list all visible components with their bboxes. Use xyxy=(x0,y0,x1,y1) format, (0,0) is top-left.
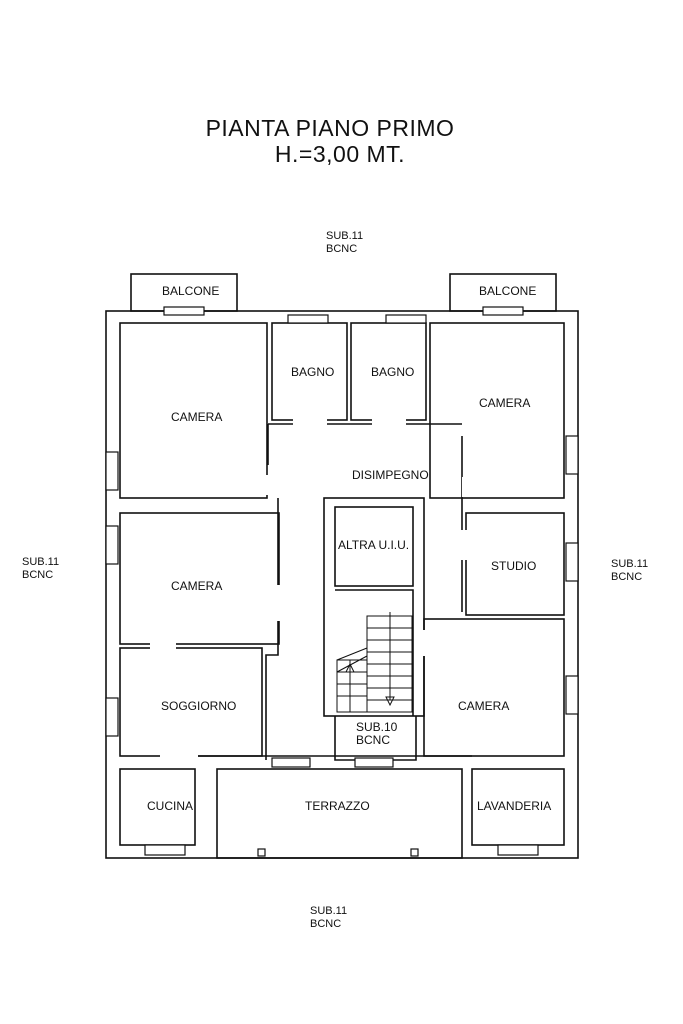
window xyxy=(565,435,579,475)
sub-right-line1: SUB.11 xyxy=(611,558,649,570)
sub-bottom-line1: SUB.11 xyxy=(310,905,348,917)
room-label-camera-w: CAMERA xyxy=(171,579,223,593)
sub-right-line2: BCNC xyxy=(611,571,643,583)
door-camera-soggiorno xyxy=(150,642,176,650)
post xyxy=(257,848,266,857)
plan-height-note: H.=3,00 MT. xyxy=(274,141,406,167)
terrazzo-posts xyxy=(257,848,419,857)
door-camera-se xyxy=(420,630,428,656)
stair-well xyxy=(335,589,414,716)
camera-w-outline xyxy=(119,512,280,645)
window xyxy=(105,525,119,565)
stair-label-line1: SUB.10 xyxy=(356,720,398,734)
room-label-disimpegno: DISIMPEGNO xyxy=(352,468,429,482)
room-label-altra-uiu: ALTRA U.I.U. xyxy=(338,538,410,552)
terrazzo-outline xyxy=(216,768,463,859)
door-camera-w xyxy=(276,585,284,621)
plan-title: PIANTA PIANO PRIMO xyxy=(205,115,455,141)
windows xyxy=(105,306,579,856)
window xyxy=(565,542,579,582)
room-label-bagno-1: BAGNO xyxy=(291,365,335,379)
sub-top-line2: BCNC xyxy=(326,243,358,255)
camera-ne-outline xyxy=(429,322,565,499)
door-camera-ne xyxy=(462,477,470,497)
stair-core-outer xyxy=(323,497,425,717)
altra-uiu-outline xyxy=(334,506,414,587)
stair-arrow-up xyxy=(345,662,355,673)
room-label-terrazzo: TERRAZZO xyxy=(305,799,370,813)
post xyxy=(410,848,419,857)
stair-arrow-down xyxy=(385,696,395,707)
studio-outline xyxy=(465,512,565,616)
room-label-lavanderia: LAVANDERIA xyxy=(477,799,552,813)
room-label-camera-nw: CAMERA xyxy=(171,410,223,424)
window xyxy=(271,757,311,768)
window xyxy=(354,757,394,768)
window xyxy=(144,844,186,856)
window xyxy=(163,306,205,316)
camera-se-outline xyxy=(423,618,565,757)
sub-left-line2: BCNC xyxy=(22,569,54,581)
room-label-cucina: CUCINA xyxy=(147,799,194,813)
door-camera-nw xyxy=(264,475,272,495)
room-label-soggiorno: SOGGIORNO xyxy=(161,699,237,713)
room-label-balcone-right: BALCONE xyxy=(479,284,537,298)
stair-flight-left xyxy=(336,659,368,713)
door-bagno-1 xyxy=(293,418,327,426)
room-label-camera-ne: CAMERA xyxy=(479,396,531,410)
sub-top-line1: SUB.11 xyxy=(326,230,364,242)
window xyxy=(565,675,579,715)
sub-left-line1: SUB.11 xyxy=(22,556,60,568)
window xyxy=(105,451,119,491)
window xyxy=(287,314,329,324)
sub-bottom-line2: BCNC xyxy=(310,918,342,930)
door-bagno-2 xyxy=(372,418,406,426)
corridor-wall-left xyxy=(265,498,279,760)
room-label-bagno-2: BAGNO xyxy=(371,365,415,379)
window xyxy=(105,697,119,737)
camera-nw-outline xyxy=(119,322,268,499)
door-soggiorno-cucina xyxy=(160,754,198,762)
window xyxy=(385,314,427,324)
door-studio xyxy=(460,530,468,560)
window xyxy=(497,844,539,856)
room-label-camera-se: CAMERA xyxy=(458,699,510,713)
stair-label-line2: BCNC xyxy=(356,733,391,747)
staircase xyxy=(336,612,413,713)
room-label-balcone-left: BALCONE xyxy=(162,284,220,298)
window xyxy=(482,306,524,316)
room-label-studio: STUDIO xyxy=(491,559,537,573)
door-openings xyxy=(150,418,470,762)
